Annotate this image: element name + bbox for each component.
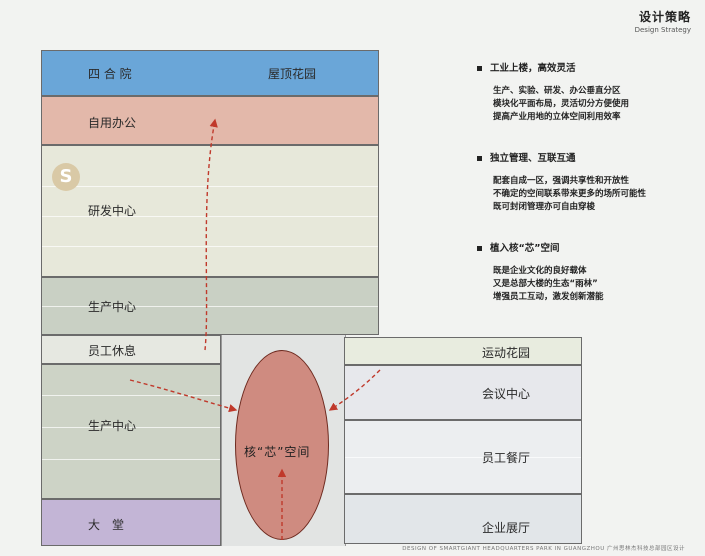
label-rnd: 研发中心 [88,204,137,218]
strategy-2-line-3: 既可封闭管理亦可自由穿梭 [493,202,596,212]
strategy-heading-3: 植入核“芯”空间 [477,240,560,254]
block-rnd: 研发中心 [41,145,379,277]
page-title: 设计策略 [638,10,691,24]
block-sports-garden: 运动花园 [344,337,582,365]
strategy-heading-2: 独立管理、互联互通 [477,150,576,164]
strategy-2-line-2: 不确定的空间联系带来更多的场所可能性 [493,189,647,199]
label-production-2: 生产中心 [88,419,137,433]
company-logo: S [52,163,80,191]
block-roof: 四 合 院 屋顶花园 [41,50,379,96]
strategy-1-line-2: 模块化平面布局，灵活切分方便使用 [493,99,630,109]
block-production-2: 生产中心 [41,364,221,499]
label-sports-garden: 运动花园 [482,346,531,360]
block-staff-rest: 员工休息 [41,335,221,364]
label-production-1: 生产中心 [88,300,137,314]
strategy-1-line-1: 生产、实验、研发、办公垂直分区 [493,86,621,96]
block-lobby: 大 堂 [41,499,221,546]
block-exhibition: 企业展厅 [344,494,582,544]
strategy-3-line-1: 既是企业文化的良好载体 [493,266,587,276]
arrow-core-up [204,118,218,351]
strategy-1-line-3: 提高产业用地的立体空间利用效率 [493,112,621,122]
label-siheyuan: 四 合 院 [88,67,132,81]
strategy-3-line-2: 又是总部大楼的生态“雨林” [493,279,598,289]
strategy-2-line-1: 配套自成一区，强调共享性和开放性 [493,176,630,186]
label-lobby: 大 堂 [88,518,125,532]
label-meeting: 会议中心 [482,387,531,401]
strategy-heading-1: 工业上楼，高效灵活 [477,60,576,74]
label-roof-garden: 屋顶花园 [268,67,317,81]
label-exhibition: 企业展厅 [482,521,531,535]
label-dining: 员工餐厅 [482,451,531,465]
arrow-left-curve [129,379,238,413]
block-dining: 员工餐厅 [344,420,582,494]
page-subtitle: Design Strategy [634,26,691,34]
arrow-right-curve [328,369,381,411]
page-header: 设计策略 Design Strategy [635,8,691,34]
label-self-office: 自用办公 [88,116,137,130]
strategy-3-line-3: 增强员工互动，激发创新潜能 [493,292,604,302]
label-staff-rest: 员工休息 [88,344,137,358]
footer-caption: DESIGN OF SMARTGIANT HEADQUARTERS PARK I… [402,546,685,552]
block-meeting: 会议中心 [344,365,582,420]
label-core: 核“芯”空间 [244,445,311,459]
block-production-1: 生产中心 [41,277,379,335]
